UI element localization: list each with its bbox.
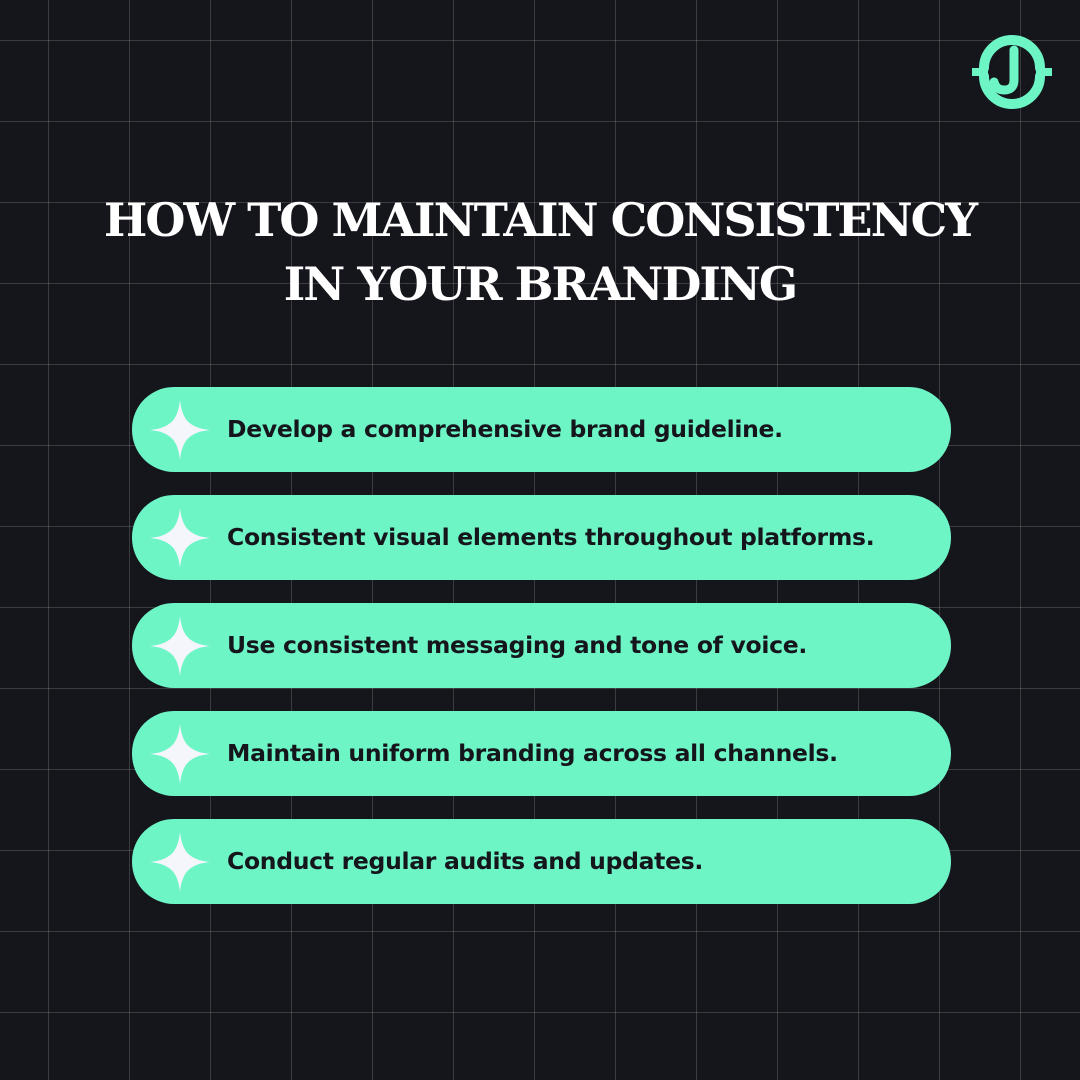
page-title: HOW TO MAINTAIN CONSISTENCY IN YOUR BRAN… <box>90 188 990 316</box>
title-line-1: HOW TO MAINTAIN CONSISTENCY <box>103 193 978 247</box>
sparkle-icon <box>150 832 210 892</box>
sparkle-icon <box>150 508 210 568</box>
tips-list: Develop a comprehensive brand guideline.… <box>132 387 951 927</box>
sparkle-icon <box>150 616 210 676</box>
tip-item: Maintain uniform branding across all cha… <box>132 711 951 796</box>
tip-item: Develop a comprehensive brand guideline. <box>132 387 951 472</box>
tip-label: Use consistent messaging and tone of voi… <box>227 631 807 659</box>
tip-item: Conduct regular audits and updates. <box>132 819 951 904</box>
tip-label: Develop a comprehensive brand guideline. <box>227 415 783 443</box>
tip-label: Maintain uniform branding across all cha… <box>227 739 838 767</box>
sparkle-icon <box>150 400 210 460</box>
tip-label: Consistent visual elements throughout pl… <box>227 523 875 551</box>
tip-item: Consistent visual elements throughout pl… <box>132 495 951 580</box>
sparkle-icon <box>150 724 210 784</box>
brand-logo-icon <box>968 28 1056 116</box>
tip-item: Use consistent messaging and tone of voi… <box>132 603 951 688</box>
title-line-2: IN YOUR BRANDING <box>283 257 798 311</box>
tip-label: Conduct regular audits and updates. <box>227 847 704 875</box>
